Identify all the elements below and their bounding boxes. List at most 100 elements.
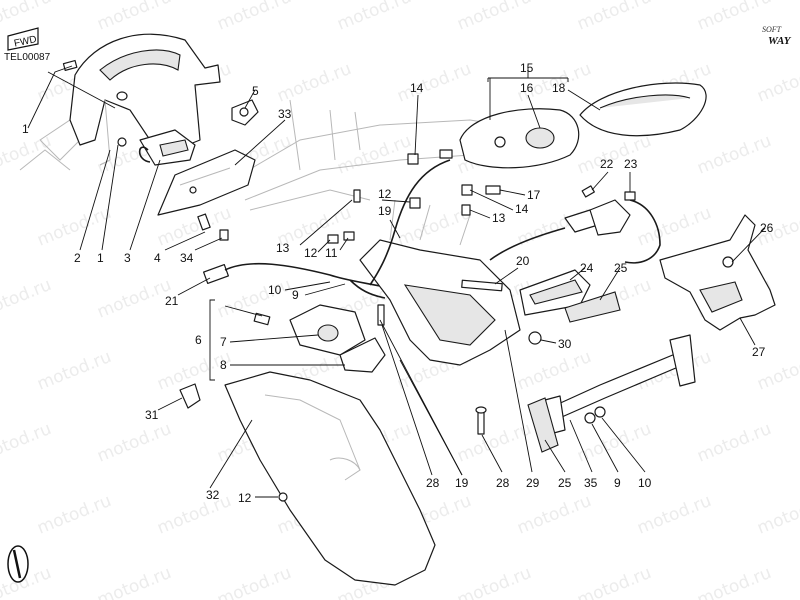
- bolt-20: [461, 279, 503, 292]
- callout: 21: [165, 294, 179, 308]
- watermark-text: motod.ru: [694, 131, 774, 179]
- license-light-housing: [253, 304, 386, 373]
- callout: 13: [276, 241, 290, 255]
- bracket-5: [231, 99, 259, 126]
- watermark-text: motod.ru: [574, 131, 654, 179]
- watermark-text: motod.ru: [0, 0, 54, 35]
- brand-bottom-text: WAY: [768, 35, 792, 47]
- watermark-text: motod.ru: [214, 563, 294, 600]
- watermark-text: motod.ru: [754, 491, 800, 539]
- watermark-text: motod.ru: [274, 59, 354, 107]
- watermark-text: motod.ru: [694, 419, 774, 467]
- callout: 8: [220, 358, 227, 372]
- watermark-text: motod.ru: [694, 563, 774, 600]
- callout: 1: [97, 251, 104, 265]
- screw-19: [377, 304, 385, 326]
- watermark-text: motod.ru: [154, 491, 234, 539]
- watermark-text: motod.ru: [0, 419, 54, 467]
- callout: 17: [527, 188, 541, 202]
- callout: 14: [515, 202, 529, 216]
- watermark-text: motod.ru: [0, 275, 54, 323]
- tail-light-lens: [579, 82, 707, 137]
- side-cover-33: [157, 149, 256, 216]
- upper-tail-cowl: [69, 33, 221, 166]
- callout: 14: [410, 81, 424, 95]
- callout: 5: [252, 84, 259, 98]
- callout: 19: [455, 476, 469, 490]
- callout: 7: [220, 335, 227, 349]
- callout: 3: [124, 251, 131, 265]
- callout: 12: [238, 491, 252, 505]
- brand-top-text: SOFT: [762, 25, 782, 34]
- callout: 25: [614, 261, 628, 275]
- watermark-text: motod.ru: [94, 563, 174, 600]
- license-plate-bracket: [659, 214, 776, 331]
- watermark-text: motod.ru: [34, 203, 114, 251]
- callout: 31: [145, 408, 159, 422]
- callout: 20: [516, 254, 530, 268]
- callout: 30: [558, 337, 572, 351]
- callout: 29: [526, 476, 540, 490]
- callout: 13: [492, 211, 506, 225]
- callout: 9: [292, 288, 299, 302]
- callout: 12: [304, 246, 318, 260]
- fwd-badge-text: FWD: [13, 34, 38, 49]
- watermark-text: motod.ru: [514, 347, 594, 395]
- drawing-code: TEL00087: [4, 52, 51, 63]
- tail-light-body: [459, 108, 580, 169]
- callout: 35: [584, 476, 598, 490]
- callout: 16: [520, 81, 534, 95]
- watermark-text: motod.ru: [334, 131, 414, 179]
- callout: 23: [624, 157, 638, 171]
- watermark-text: motod.ru: [634, 491, 714, 539]
- callout: 15: [520, 61, 534, 75]
- callout: 22: [600, 157, 614, 171]
- watermark-text: motod.ru: [454, 0, 534, 35]
- indicator-connector: [489, 185, 661, 264]
- callout: 9: [614, 476, 621, 490]
- screw-4: [197, 213, 211, 231]
- watermark-text: motod.ru: [94, 275, 174, 323]
- watermark-text: motod.ru: [214, 0, 294, 35]
- callout: 10: [638, 476, 652, 490]
- watermark-text: motod.ru: [34, 491, 114, 539]
- motod-logo-icon: [7, 545, 29, 583]
- callout: 6: [195, 333, 202, 347]
- callout: 24: [580, 261, 594, 275]
- callout: 19: [378, 204, 392, 218]
- callout: 12: [378, 187, 392, 201]
- seat-latch-assembly: [138, 129, 196, 166]
- rear-mudguard: [224, 371, 436, 586]
- callout: 4: [154, 251, 161, 265]
- rear-housing: [359, 199, 521, 366]
- screw-top-left: [62, 59, 78, 72]
- brand-logo: SOFT WAY: [762, 25, 792, 47]
- callout: 10: [268, 283, 282, 297]
- callout: 28: [496, 476, 510, 490]
- callout: 27: [752, 345, 766, 359]
- watermark-text: motod.ru: [454, 563, 534, 600]
- callout: 32: [206, 488, 220, 502]
- screw-34: [219, 229, 229, 241]
- callout: 25: [558, 476, 572, 490]
- watermark-text: motod.ru: [334, 0, 414, 35]
- callout: 33: [278, 107, 292, 121]
- fwd-direction-badge: FWD: [7, 27, 39, 51]
- watermark-text: motod.ru: [214, 275, 294, 323]
- reflector-24: [519, 269, 591, 316]
- connector-21: [203, 262, 381, 287]
- screw-28: [475, 406, 487, 435]
- callout: 2: [74, 251, 81, 265]
- watermark-text: motod.ru: [0, 131, 54, 179]
- watermark-text: motod.ru: [514, 491, 594, 539]
- nuts-9-10: [584, 406, 606, 424]
- watermark-text: motod.ru: [574, 563, 654, 600]
- callout: 1: [22, 122, 29, 136]
- bush-30: [528, 331, 542, 345]
- callout: 34: [180, 251, 194, 265]
- watermark-text: motod.ru: [754, 59, 800, 107]
- watermark-text: motod.ru: [94, 419, 174, 467]
- callout: 11: [325, 246, 338, 260]
- callout: 18: [552, 81, 566, 95]
